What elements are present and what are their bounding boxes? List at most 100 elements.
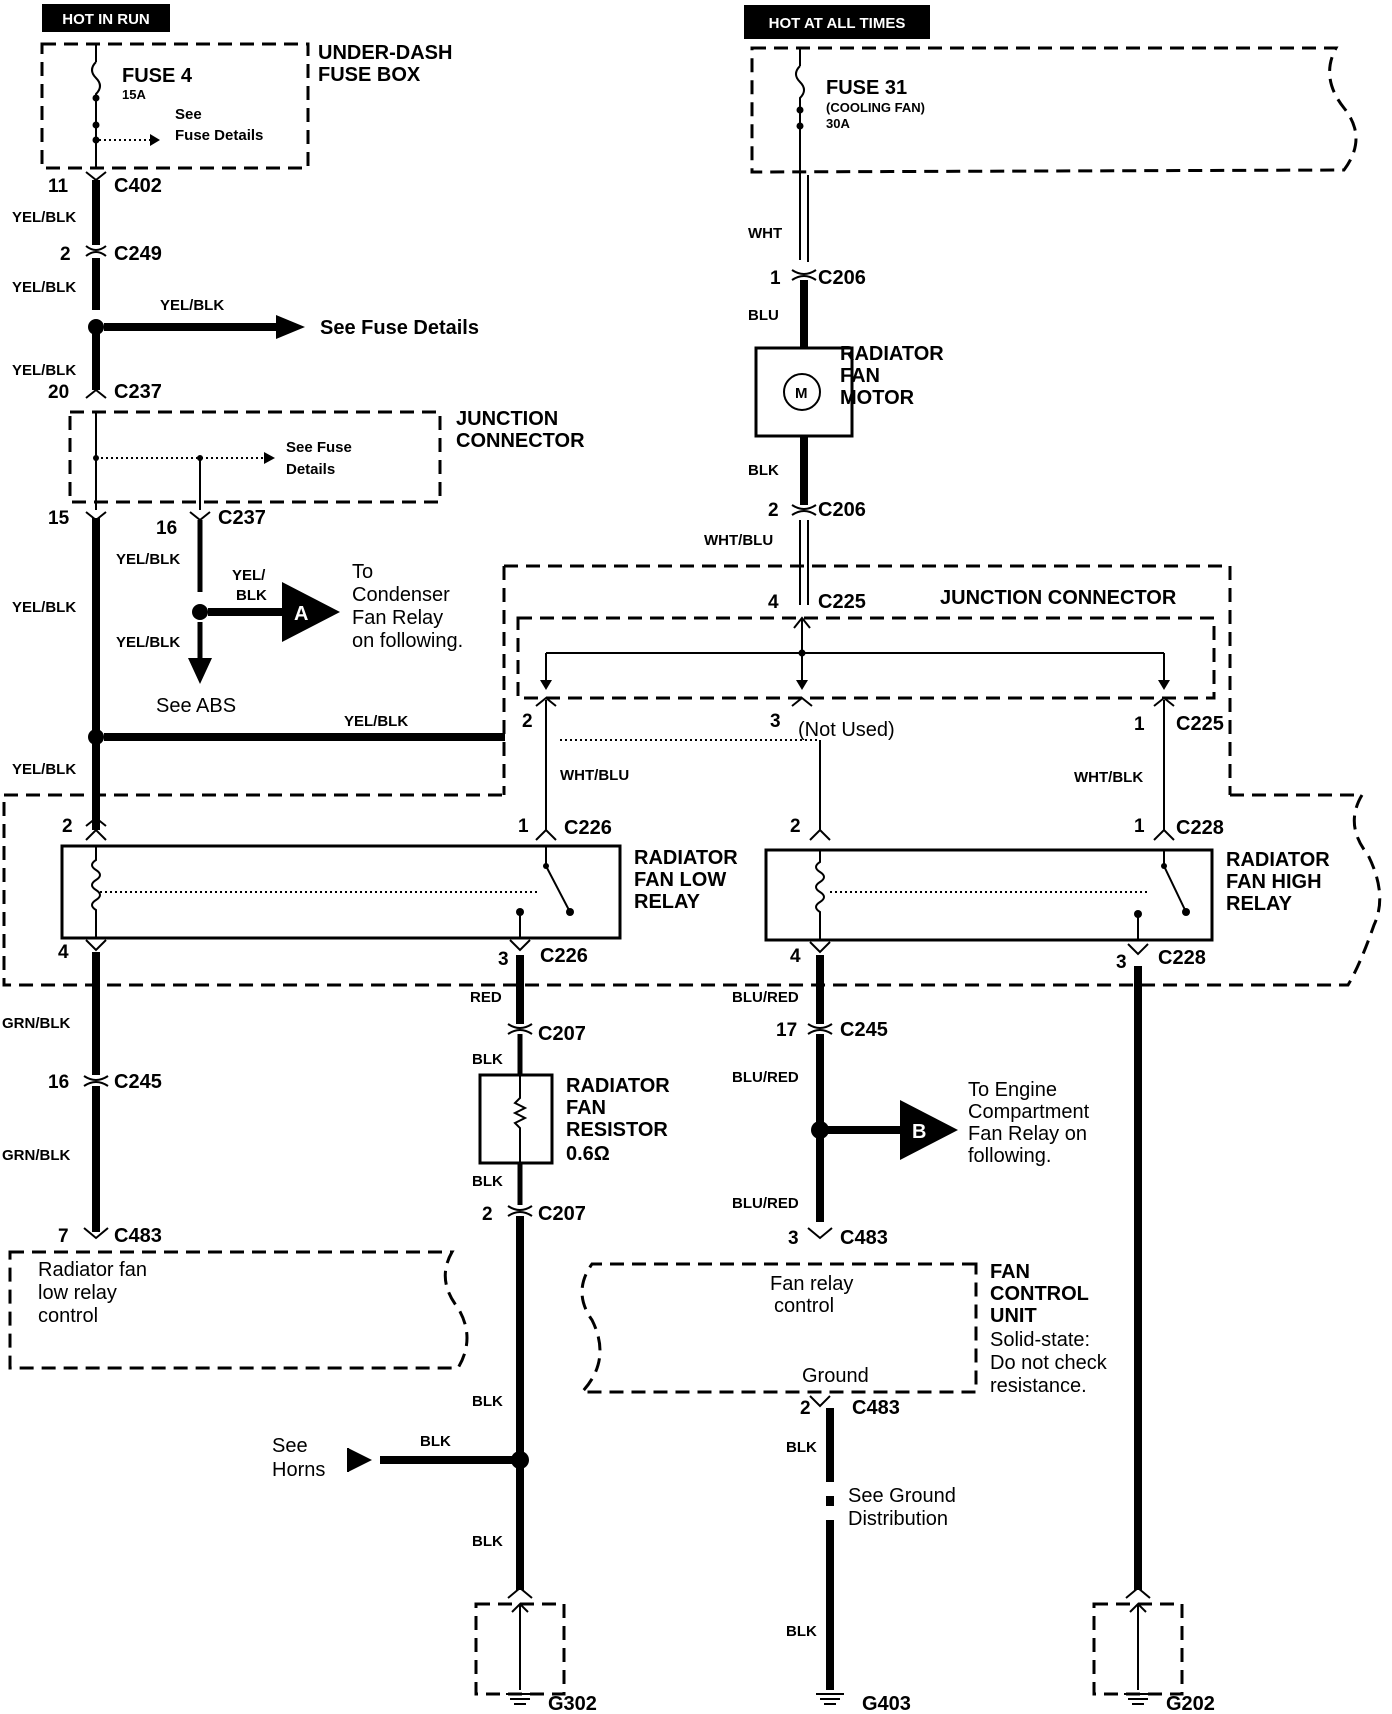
pin-1d: 1 (1134, 816, 1145, 837)
wire-label-11: BLU (748, 307, 779, 324)
motor-title-1: RADIATOR (840, 343, 944, 365)
wire-label-4: YEL/BLK (12, 362, 76, 379)
pin-16b: 16 (48, 1072, 69, 1093)
motor-icon (783, 373, 821, 411)
wire-label-6a: YEL/ (232, 567, 266, 584)
wire-label-19: BLK (472, 1051, 503, 1068)
wire-label-1: YEL/BLK (12, 209, 76, 226)
fuse31-sub: (COOLING FAN) (826, 100, 925, 115)
resistor-title-1: RADIATOR (566, 1075, 670, 1097)
radiator-fan-resistor-box (478, 1073, 554, 1165)
pin-1a: 1 (770, 268, 781, 289)
wire-label-23: BLK (472, 1533, 503, 1550)
condenser-4: on following. (352, 630, 463, 652)
fuse31-box-outline (750, 46, 1358, 174)
junction-1-title-1: JUNCTION (456, 408, 558, 430)
motor-title-3: MOTOR (840, 387, 915, 409)
connector-c483-a: C483 (114, 1225, 162, 1247)
fcu-note-1: Solid-state: (990, 1329, 1090, 1351)
resistor-symbol (512, 1075, 528, 1163)
connector-c237-a: C237 (114, 381, 162, 403)
junction-connector-1-outline (68, 410, 442, 504)
resistor-title-2: FAN (566, 1097, 606, 1119)
relay-region-outline (2, 793, 1382, 987)
splice-3 (88, 729, 104, 745)
junction-1-title-2: CONNECTOR (456, 430, 585, 452)
ground-icon-g302 (506, 1693, 534, 1705)
motor-title-2: FAN (840, 365, 880, 387)
wire-label-17: GRN/BLK (2, 1147, 70, 1164)
connector-c483-b: C483 (840, 1227, 888, 1249)
pin-2f: 2 (482, 1204, 493, 1225)
low-relay-title-1: RADIATOR (634, 847, 738, 869)
pin-4a: 4 (768, 592, 779, 613)
wire-label-9: YEL/BLK (344, 713, 408, 730)
connector-c226-a: C226 (564, 817, 612, 839)
see-horns-1: See (272, 1435, 308, 1457)
junction-1-note-2: Details (286, 461, 335, 478)
fcu-ground-label: Ground (802, 1365, 869, 1387)
connector-c245-a: C245 (114, 1071, 162, 1093)
wire-label-26: BLU/RED (732, 1195, 799, 1212)
condenser-2: Condenser (352, 584, 450, 606)
fcu-title-1: FAN (990, 1261, 1030, 1283)
hot-at-all-times-header: HOT AT ALL TIMES (769, 15, 906, 32)
splice-1 (88, 319, 104, 335)
pin-3c: 3 (1116, 952, 1127, 973)
pin-3a: 3 (770, 711, 781, 732)
hot-in-run-header: HOT IN RUN (62, 11, 150, 28)
wire-label-5: YEL/BLK (116, 551, 180, 568)
splice-5 (811, 1121, 829, 1139)
wire-label-28: BLK (786, 1623, 817, 1640)
fcu-title-2: CONTROL (990, 1283, 1089, 1305)
resistor-value: 0.6Ω (566, 1143, 610, 1165)
connector-c207-a: C207 (538, 1023, 586, 1045)
fuse31-rating: 30A (826, 116, 850, 131)
fcu-title-3: UNIT (990, 1305, 1037, 1327)
pin-1c: 1 (518, 816, 529, 837)
fcu-low-3: control (38, 1305, 98, 1327)
wire-label-9b: YEL/BLK (12, 761, 76, 778)
connector-c228-a: C228 (1176, 817, 1224, 839)
high-relay-title-2: FAN HIGH (1226, 871, 1322, 893)
junction-2-title: JUNCTION CONNECTOR (940, 587, 1177, 609)
connector-c207-b: C207 (538, 1203, 586, 1225)
connector-c483-c: C483 (852, 1397, 900, 1419)
wire-label-10: WHT (748, 225, 782, 242)
fuse4-symbol (91, 61, 101, 168)
see-ground-2: Distribution (848, 1508, 948, 1530)
underdash-title-1: UNDER-DASH (318, 42, 452, 64)
fcu-relay-2: control (774, 1295, 834, 1317)
junction-1-note-1: See Fuse (286, 439, 352, 456)
pin-3d: 3 (788, 1228, 799, 1249)
fuse4-rating: 15A (122, 87, 146, 102)
junction-2-inner-box (516, 616, 1216, 700)
ground-g403: G403 (862, 1693, 911, 1714)
horns-arrow (348, 1448, 372, 1472)
fuse4-see-label: See (175, 106, 202, 123)
wire-label-24: BLU/RED (732, 989, 799, 1006)
wire-label-21: BLK (472, 1393, 503, 1410)
fcu-low-2: low relay (38, 1282, 117, 1304)
fuse4-label: FUSE 4 (122, 65, 193, 87)
fuse31-label: FUSE 31 (826, 77, 907, 99)
see-ground-1: See Ground (848, 1485, 956, 1507)
low-relay-coil (91, 846, 101, 938)
wire-label-22: BLK (420, 1433, 451, 1450)
connector-c228-b: C228 (1158, 947, 1206, 969)
hot-at-all-times-header-bg (744, 5, 930, 39)
fcu-low-1: Radiator fan (38, 1259, 147, 1281)
pin-15: 15 (48, 508, 70, 529)
see-fuse-details-label: See Fuse Details (320, 317, 479, 339)
wire-label-25: BLU/RED (732, 1069, 799, 1086)
high-relay-title-3: RELAY (1226, 893, 1293, 915)
pin-4b: 4 (58, 942, 69, 963)
ground-icon-g403 (816, 1693, 844, 1705)
wire-label-15: WHT/BLK (1074, 769, 1143, 786)
ground-g202: G202 (1166, 1693, 1215, 1714)
arrow-b (900, 1100, 958, 1160)
engine-2: Compartment (968, 1101, 1090, 1123)
splice-4 (511, 1451, 529, 1469)
pin-16a: 16 (156, 518, 177, 539)
motor-symbol: M (795, 385, 808, 402)
